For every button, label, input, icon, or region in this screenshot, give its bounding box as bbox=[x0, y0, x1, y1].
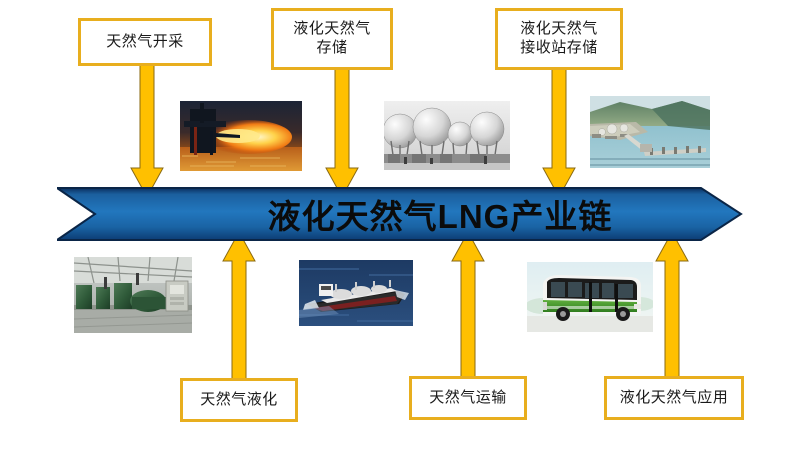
photo-gas-flare-rig bbox=[180, 101, 302, 171]
value-chain-banner bbox=[57, 186, 743, 242]
arrow-up-liquefaction bbox=[222, 232, 256, 382]
label-text-application: 液化天然气应用 bbox=[619, 388, 729, 406]
label-box-application[interactable]: 液化天然气应用 bbox=[604, 376, 744, 420]
arrow-down-lng-storage bbox=[325, 68, 359, 198]
label-box-extraction[interactable]: 天然气开采 bbox=[78, 18, 212, 66]
label-text-lng-storage: 液化天然气 存储 bbox=[293, 20, 371, 56]
label-text-terminal-storage: 液化天然气 接收站存储 bbox=[520, 20, 598, 56]
arrow-down-extraction bbox=[130, 64, 164, 198]
photo-lng-city-bus bbox=[527, 262, 653, 332]
label-box-lng-storage[interactable]: 液化天然气 存储 bbox=[271, 8, 393, 70]
arrow-up-transportation bbox=[451, 232, 485, 380]
label-text-extraction: 天然气开采 bbox=[106, 32, 184, 50]
label-text-transportation: 天然气运输 bbox=[429, 388, 507, 406]
photo-liquefaction-plant bbox=[74, 257, 192, 333]
label-box-transportation[interactable]: 天然气运输 bbox=[409, 376, 527, 420]
label-text-liquefaction: 天然气液化 bbox=[200, 390, 278, 408]
arrow-up-application bbox=[655, 232, 689, 380]
arrow-down-terminal-storage bbox=[542, 68, 576, 198]
label-box-liquefaction[interactable]: 天然气液化 bbox=[180, 378, 298, 422]
photo-lng-carrier-ship bbox=[299, 260, 413, 326]
photo-lng-receiving-terminal bbox=[590, 96, 710, 168]
photo-spherical-tanks bbox=[384, 101, 510, 170]
label-box-terminal-storage[interactable]: 液化天然气 接收站存储 bbox=[495, 8, 623, 70]
